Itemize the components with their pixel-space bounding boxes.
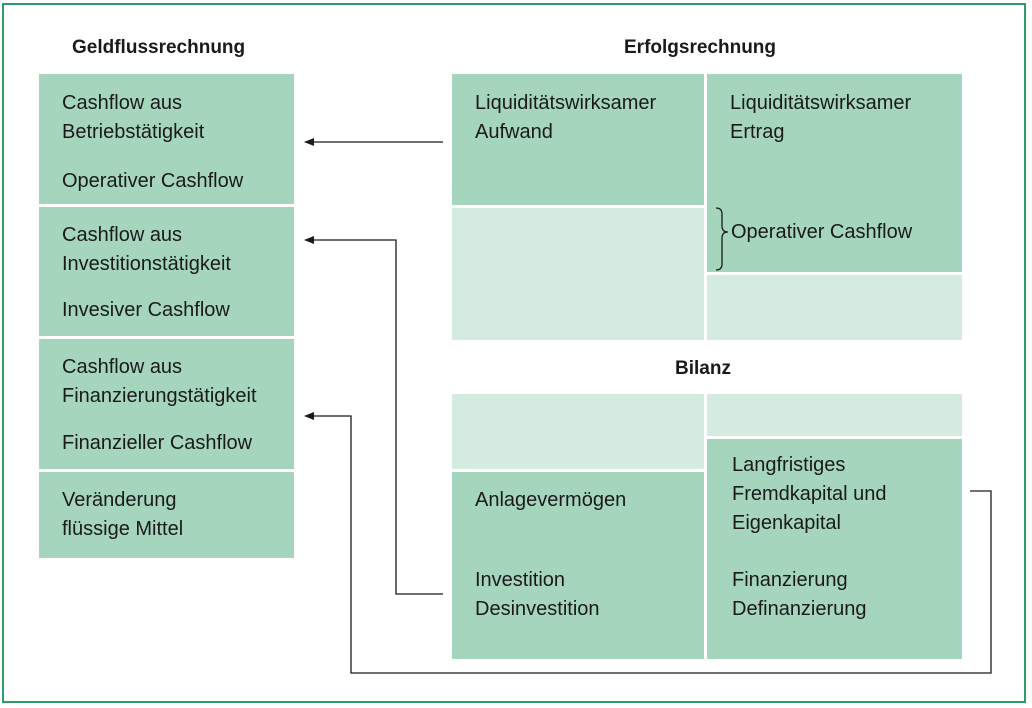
erfolg-ertrag-rest-box xyxy=(707,275,962,340)
box-sublabel: Operativer Cashflow xyxy=(62,170,244,192)
geldfluss-title: Geldflussrechnung xyxy=(72,37,246,58)
box-label: Veränderung flüssige Mittel xyxy=(62,489,184,540)
finanzierung-label: Finanzierung Definanzierung xyxy=(732,569,867,620)
geldfluss-box-betrieb: Cashflow aus Betriebstätigkeit Operative… xyxy=(39,74,294,204)
bilanz-anlagevermoegen-box: Anlagevermögen Investition Desinvestitio… xyxy=(452,472,704,659)
arrow-finanziell xyxy=(304,412,992,674)
brace xyxy=(715,207,729,271)
box-label: Cashflow aus Betriebstätigkeit xyxy=(62,92,205,143)
bilanz-title: Bilanz xyxy=(675,358,731,379)
ertrag-label: Liquiditätswirksamer Ertrag xyxy=(730,92,912,143)
aufwand-label: Liquiditätswirksamer Aufwand xyxy=(475,92,657,143)
langfristiges-kapital-label: Langfristiges Fremdkapital und Eigenkapi… xyxy=(732,454,887,534)
investition-label: Investition Desinvestition xyxy=(475,569,600,620)
bilanz-aktiv-top-box xyxy=(452,394,704,469)
diagram-frame xyxy=(2,3,1026,703)
box-sublabel: Finanzieller Cashflow xyxy=(62,432,253,454)
geldfluss-box-veraenderung: Veränderung flüssige Mittel xyxy=(39,472,294,558)
box-label: Cashflow aus Finanzierungstätigkeit xyxy=(62,356,257,407)
bilanz-passiv-top-box xyxy=(707,394,962,436)
arrow-investiv xyxy=(304,236,443,595)
geldfluss-box-finanzierung: Cashflow aus Finanzierungstätigkeit Fina… xyxy=(39,339,294,469)
geldfluss-box-investition: Cashflow aus Investitionstätigkeit Inves… xyxy=(39,207,294,336)
operativer-cashflow-label: Operativer Cashflow xyxy=(731,221,913,243)
box-sublabel: Invesiver Cashflow xyxy=(62,299,230,321)
erfolg-aufwand-box: Liquiditätswirksamer Aufwand xyxy=(452,74,704,205)
box-label: Cashflow aus Investitionstätigkeit xyxy=(62,224,231,275)
anlagevermoegen-label: Anlagevermögen xyxy=(475,489,627,511)
erfolg-ertrag-box: Liquiditätswirksamer Ertrag Operativer C… xyxy=(707,74,962,272)
bilanz-langfristig-box: Langfristiges Fremdkapital und Eigenkapi… xyxy=(707,439,962,659)
erfolg-aufwand-rest-box xyxy=(452,208,704,340)
erfolg-title: Erfolgsrechnung xyxy=(624,37,777,58)
